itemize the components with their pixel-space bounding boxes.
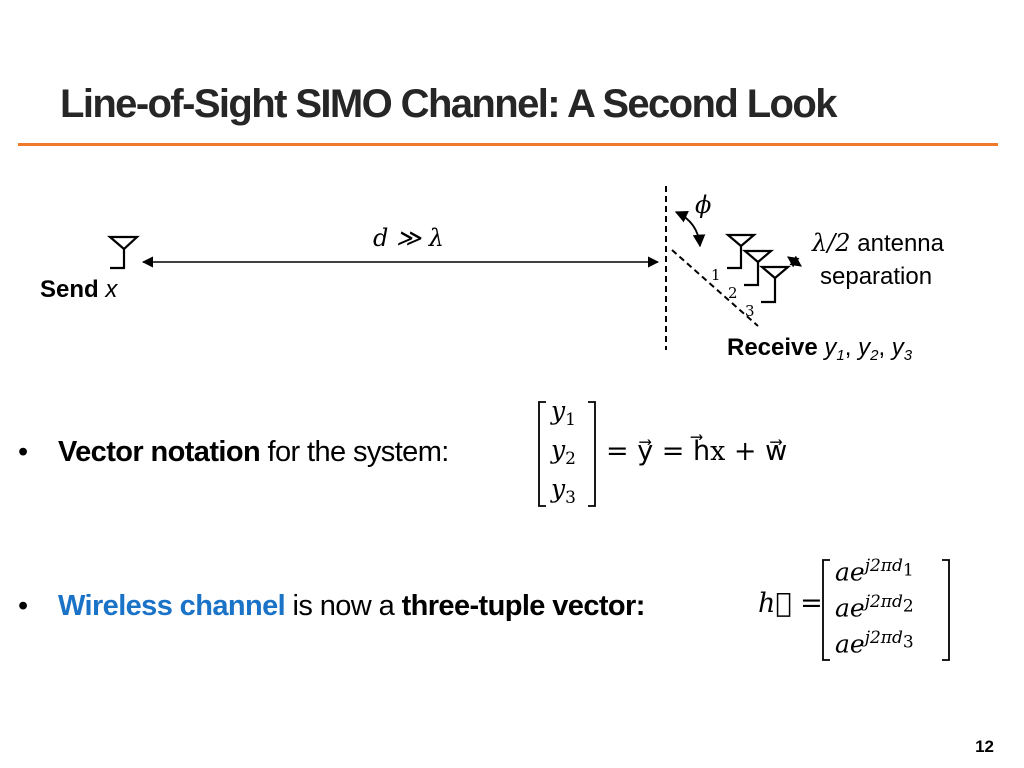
- separation-arrow: [787, 255, 802, 268]
- channel-entry: aej2πd1: [835, 556, 914, 587]
- receive-word: Receive: [727, 334, 818, 361]
- simo-diagram: 1 2 3: [107, 186, 802, 350]
- title-underline: [18, 143, 998, 146]
- send-word: Send: [40, 276, 99, 303]
- send-label: Send x: [40, 276, 117, 304]
- bullet-bold-text: three-tuple vector:: [401, 590, 646, 622]
- bullet-text: is now a: [285, 590, 402, 622]
- channel-lhs: h⃗ =: [758, 588, 823, 619]
- antenna-number: 3: [745, 302, 755, 320]
- angle-label: ϕ: [695, 191, 712, 219]
- separation-label-line2: separation: [820, 263, 933, 290]
- bullet-bold-text: Vector notation: [58, 436, 261, 468]
- antenna-number: 2: [728, 284, 738, 302]
- receive-label: Receive y1, y2, y3: [727, 334, 913, 364]
- separation-expr: λ/2: [812, 229, 851, 257]
- bullet-dot: •: [18, 436, 28, 468]
- bullet-text: for the system:: [260, 436, 450, 468]
- vector-brackets: [538, 401, 596, 507]
- array-axis-dashed-line: [671, 249, 759, 327]
- angle-arc: [674, 210, 706, 248]
- channel-entry: aej2πd3: [835, 628, 914, 659]
- vector-entry: y1: [551, 396, 576, 430]
- receive-sub: 1: [836, 347, 845, 364]
- slide-title: Line-of-Sight SIMO Channel: A Second Loo…: [60, 82, 837, 126]
- channel-brackets: [822, 559, 950, 661]
- bullet-highlight-text: Wireless channel: [58, 590, 286, 622]
- receive-var: y: [824, 334, 837, 361]
- receive-var: y: [858, 334, 871, 361]
- receive-antenna-icon: [724, 233, 792, 304]
- page-number: 12: [975, 737, 994, 756]
- transmit-antenna-icon: [107, 235, 140, 270]
- channel-entry: aej2πd2: [835, 592, 914, 623]
- bullet-wireless-channel: • Wireless channel is now a three-tuple v…: [18, 590, 645, 623]
- distance-label: d ≫ λ: [373, 224, 444, 252]
- receive-sub: 3: [903, 347, 913, 364]
- separation-label: λ/2 antenna: [812, 229, 944, 258]
- receive-var: y: [891, 334, 904, 361]
- send-variable: x: [105, 276, 118, 303]
- vector-entry: y3: [551, 474, 576, 508]
- separation-word: antenna: [857, 230, 945, 257]
- vector-entry: y2: [551, 435, 576, 469]
- antenna-number: 1: [711, 266, 721, 284]
- bullet-vector-notation: • Vector notation for the system:: [18, 436, 449, 469]
- receive-sub: 2: [870, 347, 879, 364]
- system-equation: = y⃗ = h⃗x + w⃗: [606, 436, 788, 467]
- bullet-dot: •: [18, 590, 28, 622]
